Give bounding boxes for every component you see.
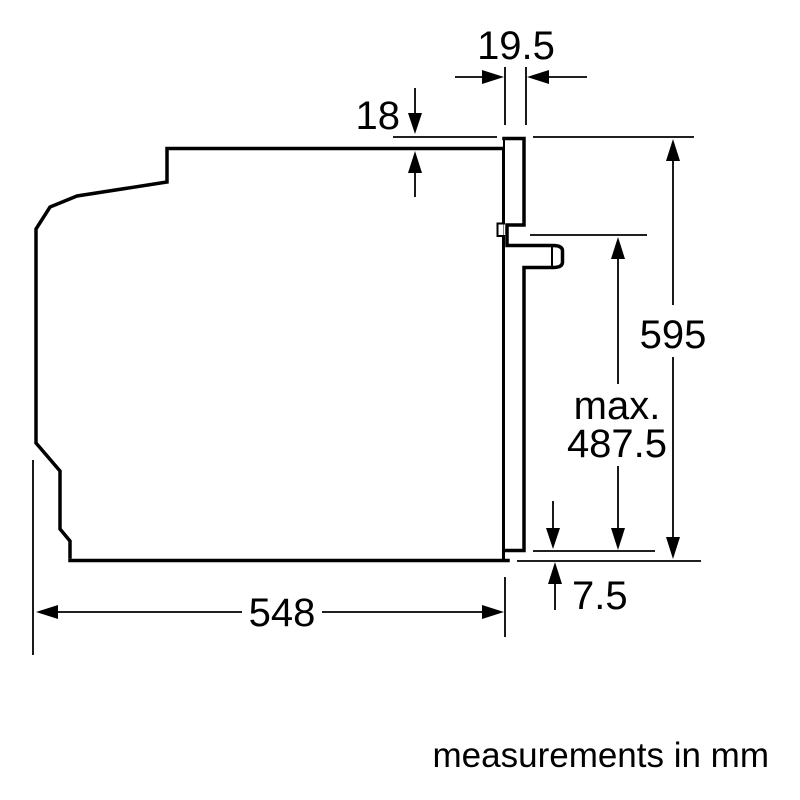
right-pointing-arrowhead [482, 70, 504, 84]
dim-max-depth: max. 487.5 [530, 234, 667, 550]
fascia-lip [496, 222, 506, 237]
down-pointing-arrowhead [546, 528, 560, 549]
down-pointing-arrowhead [408, 113, 422, 134]
max-prefix-label: max. [574, 384, 661, 428]
total-height-label: 595 [640, 313, 707, 357]
door-thickness-label: 19.5 [477, 24, 555, 68]
bottom-clearance-label: 7.5 [572, 574, 628, 618]
left-pointing-arrowhead [36, 605, 58, 619]
dim-bottom-clearance: 7.5 [533, 501, 655, 618]
dim-body-depth: 548 [32, 460, 506, 655]
up-pointing-arrowhead [408, 151, 422, 173]
oven-body [34, 146, 510, 563]
body-depth-label: 548 [249, 591, 316, 635]
down-pointing-arrowhead [611, 528, 625, 550]
down-pointing-arrowhead [666, 537, 680, 559]
dim-door-thickness: 19.5 [455, 24, 587, 125]
up-pointing-arrowhead [666, 139, 680, 161]
left-pointing-arrowhead [527, 70, 549, 84]
up-pointing-arrowhead [611, 237, 625, 259]
body-outline [34, 146, 505, 559]
dim-top-protrusion: 18 [356, 88, 497, 197]
door-face [502, 136, 565, 553]
dim-total-height: 595 [517, 136, 707, 562]
up-pointing-arrowhead [548, 562, 562, 584]
oven-door-panel [496, 136, 565, 560]
extension-lines [504, 67, 527, 125]
top-protrusion-label: 18 [356, 94, 401, 138]
unit-note: measurements in mm [433, 736, 769, 775]
max-depth-label: 487.5 [567, 422, 667, 466]
right-pointing-arrowhead [482, 605, 504, 619]
